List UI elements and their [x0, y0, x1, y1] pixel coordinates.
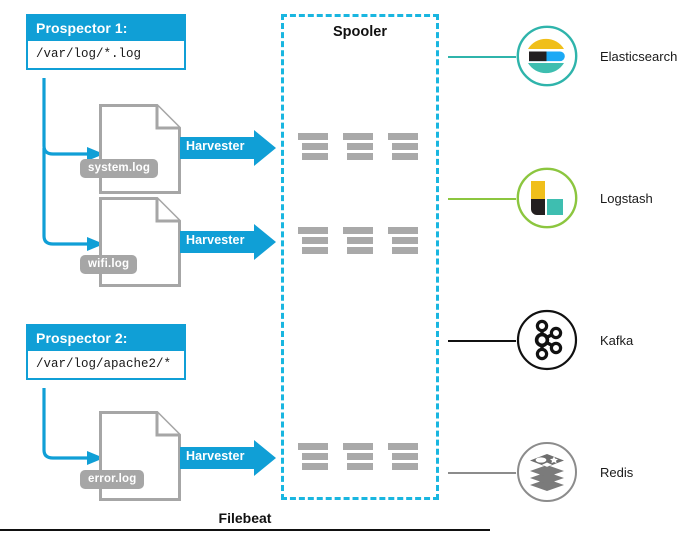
spool-bar: [343, 227, 373, 234]
output-connector-line-elasticsearch: [448, 56, 520, 58]
spool-bar: [392, 153, 418, 160]
diagram-footer-title: Filebeat: [218, 510, 272, 526]
spool-bar: [302, 453, 328, 460]
output-label-elasticsearch: Elasticsearch: [600, 49, 678, 64]
file-document-icon: [98, 196, 182, 288]
prospector-2-title: Prospector 2:: [28, 326, 184, 351]
file-label-error-log: error.log: [80, 470, 145, 489]
redis-logo-icon: [517, 442, 577, 502]
kafka-logo-icon: [516, 309, 578, 371]
spool-item-group: [298, 133, 418, 161]
elasticsearch-logo-icon: [516, 25, 578, 87]
output-connector-line-logstash: [448, 198, 520, 200]
spooler-title: Spooler: [333, 24, 387, 40]
redis-logo-icon: [516, 441, 578, 503]
spool-bar: [298, 133, 328, 140]
spool-bar: [343, 133, 373, 140]
spool-bar: [302, 153, 328, 160]
spool-bar: [392, 237, 418, 244]
spool-bar: [347, 453, 373, 460]
logstash-logo-icon: [516, 167, 578, 229]
spool-bar: [347, 153, 373, 160]
elasticsearch-logo-icon: [516, 25, 578, 87]
output-label-redis: Redis: [600, 465, 634, 480]
prospector-2-path: /var/log/apache2/*: [36, 357, 172, 371]
arrow-right-icon: [180, 130, 276, 166]
spool-bar: [302, 143, 328, 150]
harvester-arrow-2: Harvester: [180, 224, 276, 260]
output-label-kafka: Kafka: [600, 333, 634, 348]
file-document-icon: [99, 104, 181, 194]
output-label-logstash: Logstash: [600, 191, 653, 206]
spool-bar: [388, 443, 418, 450]
spool-bar: [347, 143, 373, 150]
harvester-arrow-3: Harvester: [180, 440, 276, 476]
spool-item-group: [298, 443, 418, 471]
arrow-right-icon: [180, 224, 276, 260]
kafka-logo-icon: [516, 309, 578, 371]
spool-bar: [347, 247, 373, 254]
spool-bar: [392, 463, 418, 470]
file-document-icon: [99, 197, 181, 287]
prospector-2-box: Prospector 2: /var/log/apache2/*: [26, 324, 186, 380]
output-connector-line-kafka: [448, 340, 520, 342]
prospector-1-box: Prospector 1: /var/log/*.log: [26, 14, 186, 70]
prospector-1-path: /var/log/*.log: [36, 47, 142, 61]
footer-divider: [0, 529, 490, 531]
spooler-box: [281, 14, 439, 500]
spool-bar: [302, 463, 328, 470]
spool-bar: [392, 247, 418, 254]
spool-bar: [392, 143, 418, 150]
spool-bar: [347, 463, 373, 470]
spool-bar: [347, 237, 373, 244]
spool-bar: [343, 443, 373, 450]
file-label-system-log: system.log: [80, 159, 159, 178]
harvester-arrow-1: Harvester: [180, 130, 276, 166]
spool-bar: [388, 227, 418, 234]
arrow-right-icon: [180, 440, 276, 476]
logstash-logo-icon: [516, 167, 578, 229]
prospector-1-title: Prospector 1:: [28, 16, 184, 41]
spool-bar: [298, 227, 328, 234]
file-label-wifi-log: wifi.log: [80, 255, 138, 274]
spool-bar: [302, 247, 328, 254]
file-document-icon: [98, 103, 182, 195]
spool-bar: [302, 237, 328, 244]
output-connector-line-redis: [448, 472, 520, 474]
spool-item-group: [298, 227, 418, 255]
spool-bar: [298, 443, 328, 450]
spool-bar: [392, 453, 418, 460]
spool-bar: [388, 133, 418, 140]
